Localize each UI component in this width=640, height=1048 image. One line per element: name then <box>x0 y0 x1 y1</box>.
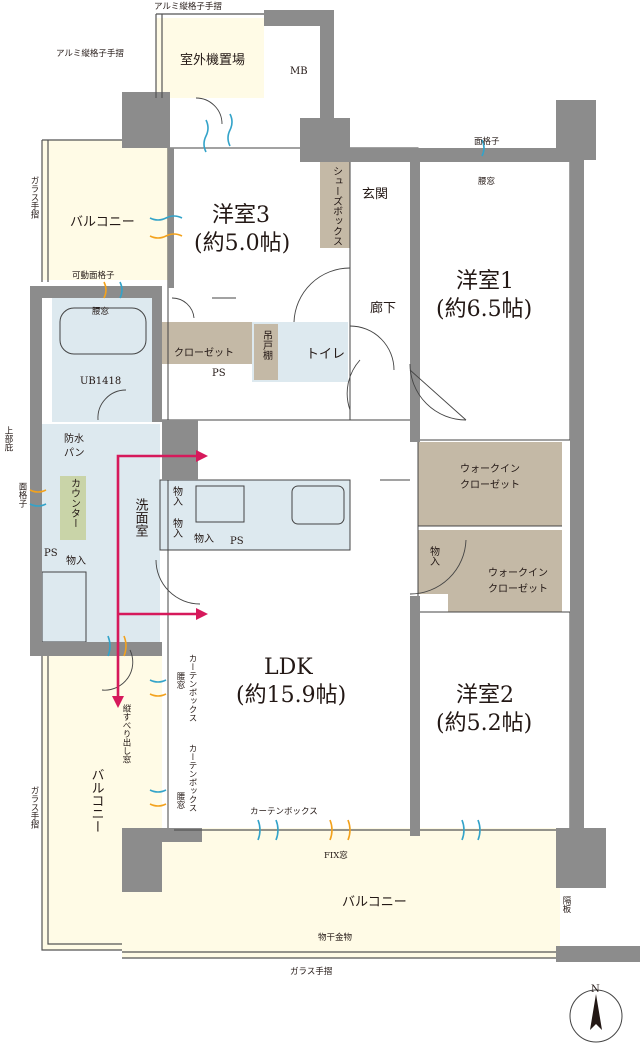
partition-board-label: 隔板 <box>561 896 571 914</box>
room-hanging-shelf: 吊戸棚 <box>261 330 273 361</box>
curtain-box-left2-label: カーテンボックス <box>187 744 197 812</box>
outdoor-unit-fill <box>156 18 264 98</box>
room-western2-size: (約5.2帖) <box>436 711 532 736</box>
room-storage-right: 物入 <box>428 545 440 566</box>
balcony-upper-left-label: バルコニー <box>70 215 135 230</box>
face-lattice-left-label: 面格子 <box>17 482 27 508</box>
room-storage-kitchen-2: 物入 <box>171 517 183 538</box>
wic1-fill <box>418 442 562 526</box>
window-wind-marks <box>29 113 485 841</box>
hanging-shelf-fill <box>254 324 278 380</box>
upper-eaves-label: 上部庇 <box>3 426 13 452</box>
kitchen-fill <box>160 480 350 550</box>
room-storage-washroom: 物入 <box>66 554 86 567</box>
face-lattice-top-label: 面格子 <box>474 136 500 147</box>
bath-fill <box>52 296 152 422</box>
curtain-box-left1-label: カーテンボックス <box>187 654 197 722</box>
room-counter: カウンター <box>69 478 81 528</box>
room-wic2-line1: ウォークイン <box>488 567 548 579</box>
curtain-box-bottom-label: カーテンボックス <box>250 807 318 817</box>
railings <box>41 13 556 959</box>
room-ldk-size: (約15.9帖) <box>236 683 346 708</box>
room-shoes-box: シューズボックス <box>331 166 343 246</box>
room-western3-name: 洋室3 <box>212 203 270 228</box>
glass-rail-left-label: ガラス手摺 <box>29 176 39 219</box>
room-toilet: トイレ <box>306 347 345 362</box>
room-ps-toilet: PS <box>212 368 226 379</box>
room-ldk-name: LDK <box>264 655 313 680</box>
room-washroom: 洗面室 <box>133 498 149 537</box>
room-storage-kitchen-3: 物入 <box>194 532 214 545</box>
room-corridor: 廊下 <box>370 300 396 316</box>
aluminum-lattice-left-label: アルミ縦格子手摺 <box>56 48 124 59</box>
vertical-slide-window-label: 縦すべり出し窓 <box>121 703 131 763</box>
aluminum-lattice-top-label: アルミ縦格子手摺 <box>154 1 222 12</box>
wic2-fill <box>448 530 562 612</box>
room-outdoor-unit: 室外機置場 <box>180 52 245 68</box>
walls <box>30 10 640 962</box>
balcony-bottom-fill <box>122 828 560 958</box>
waist-window-bath-label: 腰窓 <box>92 306 110 317</box>
room-western2-name: 洋室2 <box>456 683 514 708</box>
fix-window-label: FIX窓 <box>324 850 348 861</box>
room-wic1-line2: クローゼット <box>460 479 520 491</box>
movable-lattice-label: 可動面格子 <box>72 270 115 281</box>
room-western1-size: (約6.5帖) <box>436 297 532 322</box>
balcony-lower-left-label: バルコニー <box>89 768 105 833</box>
shoes-box-fill <box>320 162 350 248</box>
counter-fill <box>60 476 86 540</box>
room-waterproof-pan-1: 防水 <box>64 432 84 445</box>
room-wic2-line2: クローゼット <box>488 583 548 595</box>
room-waterproof-pan-2: パン <box>64 447 85 459</box>
balcony-left-upper-fill <box>42 140 168 280</box>
glass-rail-bottom-label: ガラス手摺 <box>290 966 332 977</box>
drying-hardware-label: 物干金物 <box>318 932 353 943</box>
waist-window-left1-label: 腰窓 <box>175 672 185 689</box>
balcony-bottom-label: バルコニー <box>342 895 407 910</box>
room-bath: UB1418 <box>80 376 121 387</box>
closet-fill <box>160 322 252 364</box>
north-label: N <box>591 984 600 995</box>
room-closet: クローゼット <box>174 347 234 359</box>
doors <box>97 97 467 691</box>
room-western1-name: 洋室1 <box>456 269 514 294</box>
room-storage-kitchen-1: 物入 <box>171 485 183 506</box>
balcony-left-lower-fill <box>42 650 162 950</box>
room-entrance: 玄関 <box>362 187 388 202</box>
room-ps-kitchen: PS <box>230 536 244 547</box>
glass-rail-lower-left-label: ガラス手摺 <box>29 786 39 829</box>
room-wic1-line1: ウォークイン <box>460 463 520 475</box>
room-mb: MB <box>290 66 308 77</box>
waist-window-left2-label: 腰窓 <box>175 792 185 809</box>
waist-window-western1-label: 腰窓 <box>478 176 496 187</box>
arrow-heads <box>112 450 208 708</box>
room-ps-washroom: PS <box>44 548 58 559</box>
north-arrow <box>569 989 623 1043</box>
ventilation-arrows <box>116 454 200 700</box>
room-western3-size: (約5.0帖) <box>194 231 290 256</box>
